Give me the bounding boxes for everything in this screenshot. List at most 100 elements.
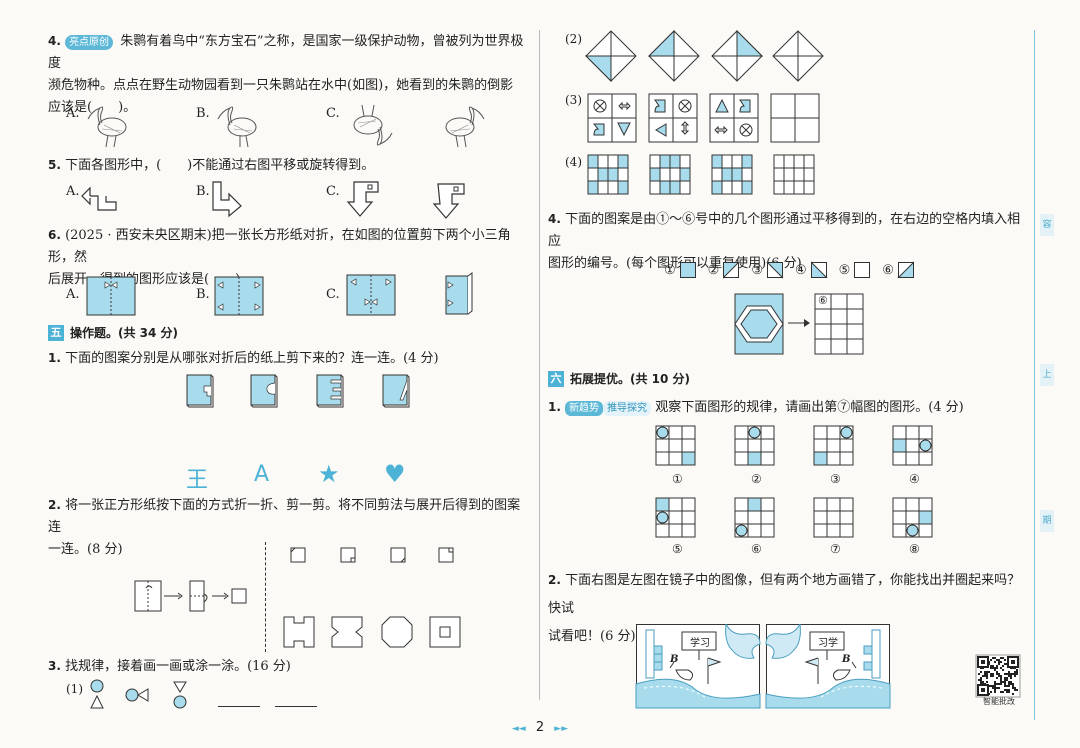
grid-label-1: ① [672, 472, 683, 486]
sign-text-right: 习学 [818, 638, 838, 649]
letter-b-right: B [842, 654, 851, 665]
reference-shape [432, 183, 465, 219]
star-icon: ★ [318, 460, 340, 488]
pattern-grid-5 [655, 497, 696, 538]
prev-page-icon[interactable]: ◄◄ [511, 724, 526, 734]
cut-method-3 [390, 547, 406, 563]
side-tab-1: 容 [1040, 214, 1054, 236]
new-trend-tag: 新趋势 [565, 401, 604, 416]
diamond-pattern-row [584, 29, 824, 83]
pattern-grid-8 [892, 497, 933, 538]
qr-code-label: 智能批改 [983, 697, 1015, 706]
side-tab-2: 上 [1040, 364, 1054, 386]
grid-label-6: ⑥ [751, 542, 762, 556]
cut-method-4 [438, 547, 454, 563]
page-number: 2 [535, 720, 545, 735]
grid-label-8: ⑧ [909, 542, 920, 556]
section-6-heading: 六 拓展提优。(共 10 分) [548, 370, 690, 387]
ibis-figure-b [217, 106, 257, 148]
shape-3-icon [766, 262, 783, 279]
shape-4-icon [810, 261, 828, 278]
extension-1-text: 1. 新趋势推导探究 观察下面图形的规律，请画出第⑦幅图的图形。(4 分) [548, 400, 964, 416]
q4-option-a: A. [66, 106, 80, 121]
grid-label-5: ⑤ [672, 542, 683, 556]
shape-5-icon [854, 262, 871, 278]
answer-grid-first-cell: ⑥ [818, 294, 828, 307]
symbol-grid-row [587, 93, 820, 143]
letter-b-left: B [670, 654, 679, 665]
shape-1-icon [679, 262, 696, 278]
next-page-icon[interactable]: ►► [554, 724, 569, 734]
sub-question-4-label: (4) [565, 155, 582, 169]
cell-grid-3 [711, 154, 753, 195]
q6-option-a: A. [66, 287, 80, 302]
folded-cut-paper-4 [382, 374, 410, 408]
unfolded-paper-c [346, 274, 396, 316]
cut-method-2 [340, 547, 356, 563]
hexagon-pattern [734, 293, 784, 355]
sub-question-3-label: (3) [565, 93, 582, 107]
shape-key-row: ① ② ③ ④ ⑤ ⑥ [664, 261, 914, 279]
operation-1-text: 1. 下面的图案分别是从哪张对折后的纸上剪下来的？连一连。(4 分) [48, 351, 439, 366]
shape-6-icon [897, 261, 914, 278]
cut-method-1 [290, 547, 306, 563]
pattern-grids [655, 425, 933, 538]
right-arrow-icon [788, 319, 810, 327]
operation-2-text: 2. 将一张正方形纸按下面的方式折一折、剪一剪。将不同剪法与展开后得到的图案连 … [48, 498, 521, 557]
sign-text-left: 学习 [690, 638, 710, 649]
cell-grid-row [587, 154, 815, 195]
pattern-grid-2 [734, 425, 775, 466]
mirror-picture-right [765, 623, 891, 709]
ibis-figure-c [353, 104, 393, 146]
cell-grid-4 [773, 154, 815, 195]
pattern-grid-3 [813, 425, 854, 466]
unfolded-result-1 [283, 616, 315, 648]
column-divider [539, 30, 540, 700]
glyph-a: A [254, 462, 270, 487]
pattern-grid-7[interactable] [813, 497, 854, 538]
pattern-sequence-1 [90, 679, 187, 709]
shape-2-icon [723, 262, 741, 279]
q5-option-c: C. [326, 184, 340, 199]
q5-option-a: A. [66, 184, 80, 199]
ibis-figure-a [87, 106, 127, 148]
sub-question-2-label: (2) [565, 32, 582, 46]
heart-icon: ♥ [384, 460, 406, 488]
unfolded-paper-a [86, 276, 136, 316]
pattern-grid-1 [655, 425, 696, 466]
section-5-heading: 五 操作题。(共 34 分) [48, 324, 178, 341]
cell-grid-1 [587, 154, 629, 195]
page-footer: ◄◄ 2 ►► [0, 720, 1080, 735]
operation-3-text: 3. 找规律，接着画一画或涂一涂。(16 分) [48, 659, 291, 674]
dashed-separator [265, 542, 266, 652]
reasoning-tag: 推导探究 [603, 401, 652, 416]
folded-cut-paper-3 [316, 374, 344, 408]
highlight-tag: 亮点原创 [65, 35, 114, 50]
extension-2-text: 2. 下面右图是左图在镜子中的图像，但有两个地方画错了，你能找出并圈起来吗？快试… [548, 573, 1021, 644]
folded-cut-paper-2 [250, 374, 278, 408]
answer-blank-2[interactable] [275, 706, 317, 707]
fold-sequence-diagram [134, 580, 247, 612]
mirror-picture-left [635, 623, 761, 709]
qr-code-icon[interactable] [975, 654, 1021, 698]
folded-paper-reference [445, 272, 473, 315]
answer-blank-1[interactable] [218, 706, 260, 707]
grid-label-7: ⑦ [830, 542, 841, 556]
ibis-figure-d [445, 106, 485, 148]
q6-option-b: B. [196, 287, 210, 302]
cell-grid-2 [649, 154, 691, 195]
arrow-shape-a [81, 186, 117, 211]
q6-option-c: C. [326, 287, 340, 302]
pattern-grid-6 [734, 497, 775, 538]
unfolded-result-2 [331, 616, 363, 648]
unfolded-paper-b [214, 276, 264, 316]
sub-question-1-label: (1) [66, 682, 83, 696]
side-tab-3: 期 [1040, 510, 1054, 532]
answer-grid[interactable] [814, 293, 864, 355]
question-5-text: 5. 下面各图形中，( )不能通过右图平移或旋转得到。 [48, 158, 375, 173]
glyph-wang: 王 [186, 468, 209, 493]
q4-option-c: C. [326, 106, 340, 121]
grid-label-3: ③ [830, 472, 841, 486]
unfolded-result-3 [381, 616, 413, 648]
grid-label-4: ④ [909, 472, 920, 486]
